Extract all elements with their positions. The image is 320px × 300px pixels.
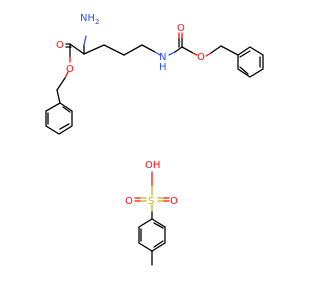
chemical-structure: O O NH2 N H O O <box>45 13 264 266</box>
amine-label: NH2 <box>80 13 99 26</box>
sulfur-atom: S <box>148 196 154 207</box>
cbz-group <box>168 32 239 57</box>
carbamate-oxygen: O <box>197 52 205 63</box>
sulfonic-hydroxyl: OH <box>145 160 160 171</box>
carbamate-nitrogen: N <box>159 52 166 63</box>
cbz-phenyl-ring <box>237 46 264 78</box>
ester-carbonyl-oxygen: O <box>56 40 64 51</box>
sulfonyl-oxygen-right: O <box>170 196 178 207</box>
ester-phenyl-ring <box>45 102 73 135</box>
carbamate-carbonyl-oxygen: O <box>177 23 185 34</box>
sulfonyl-oxygen-left: O <box>125 196 133 207</box>
tosic-acid <box>134 171 170 266</box>
ester-oxygen: O <box>66 64 74 75</box>
lysine-backbone <box>56 35 161 104</box>
carbamate-nh-hydrogen: H <box>159 62 167 73</box>
